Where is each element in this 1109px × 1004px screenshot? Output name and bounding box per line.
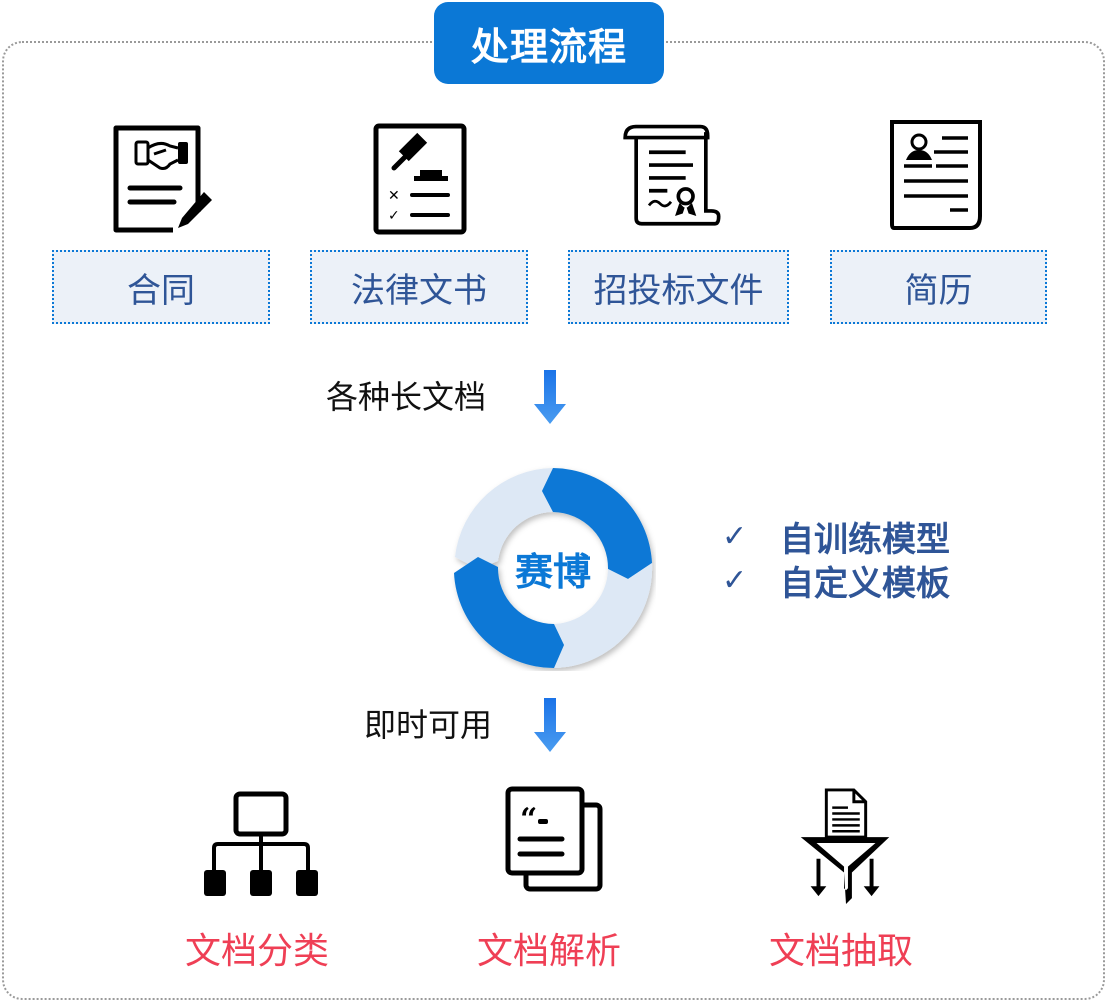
- engine-label: 赛博: [514, 549, 591, 594]
- input-label-legal: 法律文书: [310, 250, 528, 324]
- down-arrow-icon: [534, 698, 566, 752]
- certificate-scroll-icon: [623, 124, 721, 226]
- legal-gavel-icon: ✕ ✓: [373, 123, 467, 235]
- quote-document-icon: “: [505, 786, 603, 892]
- feature-label: 自定义模板: [780, 564, 950, 604]
- cycle-ring-icon: [454, 468, 653, 669]
- feature-label: 自训练模型: [780, 520, 950, 560]
- contract-handshake-icon: [113, 125, 212, 233]
- resume-icon: [890, 120, 982, 230]
- down-arrow-icon: [534, 370, 566, 424]
- svg-text:✓: ✓: [388, 208, 400, 224]
- hierarchy-icon: [204, 791, 318, 896]
- output-caption: 即时可用: [364, 706, 493, 744]
- feature-item: ✓ 自训练模型: [722, 512, 950, 561]
- funnel-document-icon: [800, 788, 890, 904]
- output-label-parsing: 文档解析: [477, 931, 622, 972]
- title-badge: 处理流程: [434, 2, 664, 84]
- check-icon: ✓: [722, 563, 748, 598]
- input-label-contract: 合同: [52, 250, 270, 324]
- output-label-classification: 文档分类: [185, 931, 330, 972]
- input-label-resume: 简历: [830, 250, 1047, 324]
- check-icon: ✓: [722, 519, 748, 554]
- feature-item: ✓ 自定义模板: [722, 556, 950, 605]
- input-label-bidding: 招投标文件: [568, 250, 789, 324]
- svg-text:“: “: [520, 802, 537, 837]
- input-caption: 各种长文档: [326, 378, 487, 416]
- output-label-extraction: 文档抽取: [769, 931, 914, 972]
- svg-text:✕: ✕: [388, 188, 400, 204]
